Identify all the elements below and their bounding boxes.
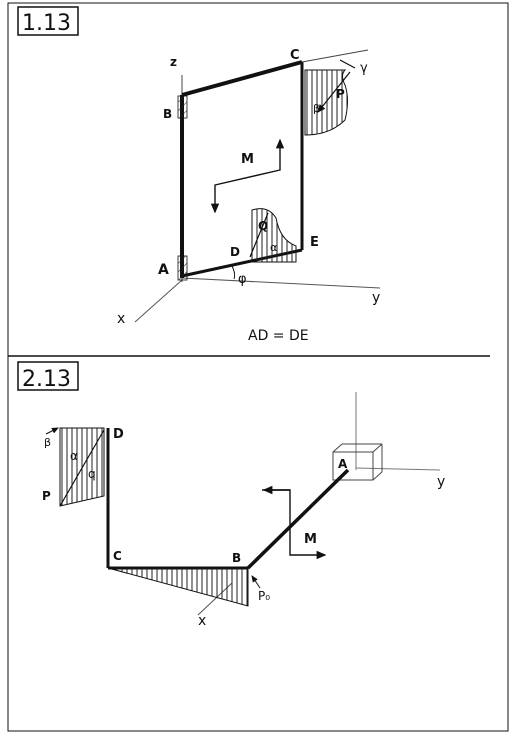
distributed-load-d — [251, 208, 297, 263]
label-q: Q — [258, 219, 268, 233]
label-x-2: x — [198, 613, 206, 629]
member-ab-2 — [246, 468, 350, 570]
label-m-2: M — [304, 532, 317, 547]
label-phi: φ — [238, 272, 247, 287]
label-p-2: P — [42, 489, 51, 503]
label-alpha: α — [270, 241, 277, 254]
distributed-load-bc — [107, 567, 249, 607]
label-beta-2: β — [44, 436, 51, 449]
p0-arrow — [251, 575, 261, 589]
label-p: P — [336, 87, 345, 101]
label-y: y — [372, 290, 380, 306]
force-p-arrow — [317, 71, 351, 113]
force-p-arrow-2 — [59, 429, 105, 507]
label-alpha-2: α — [70, 449, 78, 463]
problem-2-number-box — [17, 361, 79, 391]
label-c-2: C — [113, 549, 122, 563]
label-e: E — [310, 235, 319, 250]
label-p0: P₀ — [258, 589, 270, 603]
bearing-a — [332, 443, 383, 481]
y-axis — [181, 277, 381, 289]
problem-1-number-box — [17, 6, 79, 36]
y-axis-2 — [355, 467, 441, 471]
moment-m-arrow — [210, 142, 281, 214]
label-d-2: D — [113, 427, 124, 442]
label-d: D — [230, 245, 240, 259]
label-y-2: y — [437, 474, 445, 490]
label-b: B — [163, 107, 172, 121]
label-beta: β — [313, 102, 320, 115]
member-bc — [181, 60, 303, 97]
beta-angle-mark-2 — [45, 427, 59, 435]
label-x: x — [117, 311, 125, 327]
label-a: A — [158, 262, 169, 278]
label-m: M — [241, 152, 254, 167]
problem-1-diagram: 1.13 z C γ P β B M Q α — [17, 6, 381, 344]
label-c: C — [290, 48, 300, 63]
condition-text: AD = DE — [248, 328, 309, 344]
support-a — [177, 255, 188, 281]
problem-2-diagram: 2.13 D β α q P — [17, 361, 445, 629]
support-b — [177, 95, 188, 119]
label-b-2: B — [232, 551, 241, 565]
c-extension-line — [301, 49, 369, 63]
page-frame — [7, 2, 509, 732]
force-q-arrow — [249, 212, 269, 258]
problem-1-number: 1.13 — [22, 11, 71, 36]
gamma-angle-mark — [339, 59, 356, 69]
problem-2-number: 2.13 — [22, 367, 71, 392]
label-z: z — [170, 55, 177, 69]
label-q-2: q — [88, 467, 96, 481]
label-gamma: γ — [360, 61, 368, 76]
label-a-2: A — [338, 457, 348, 471]
x-axis — [134, 279, 183, 323]
phi-arc — [231, 265, 236, 280]
